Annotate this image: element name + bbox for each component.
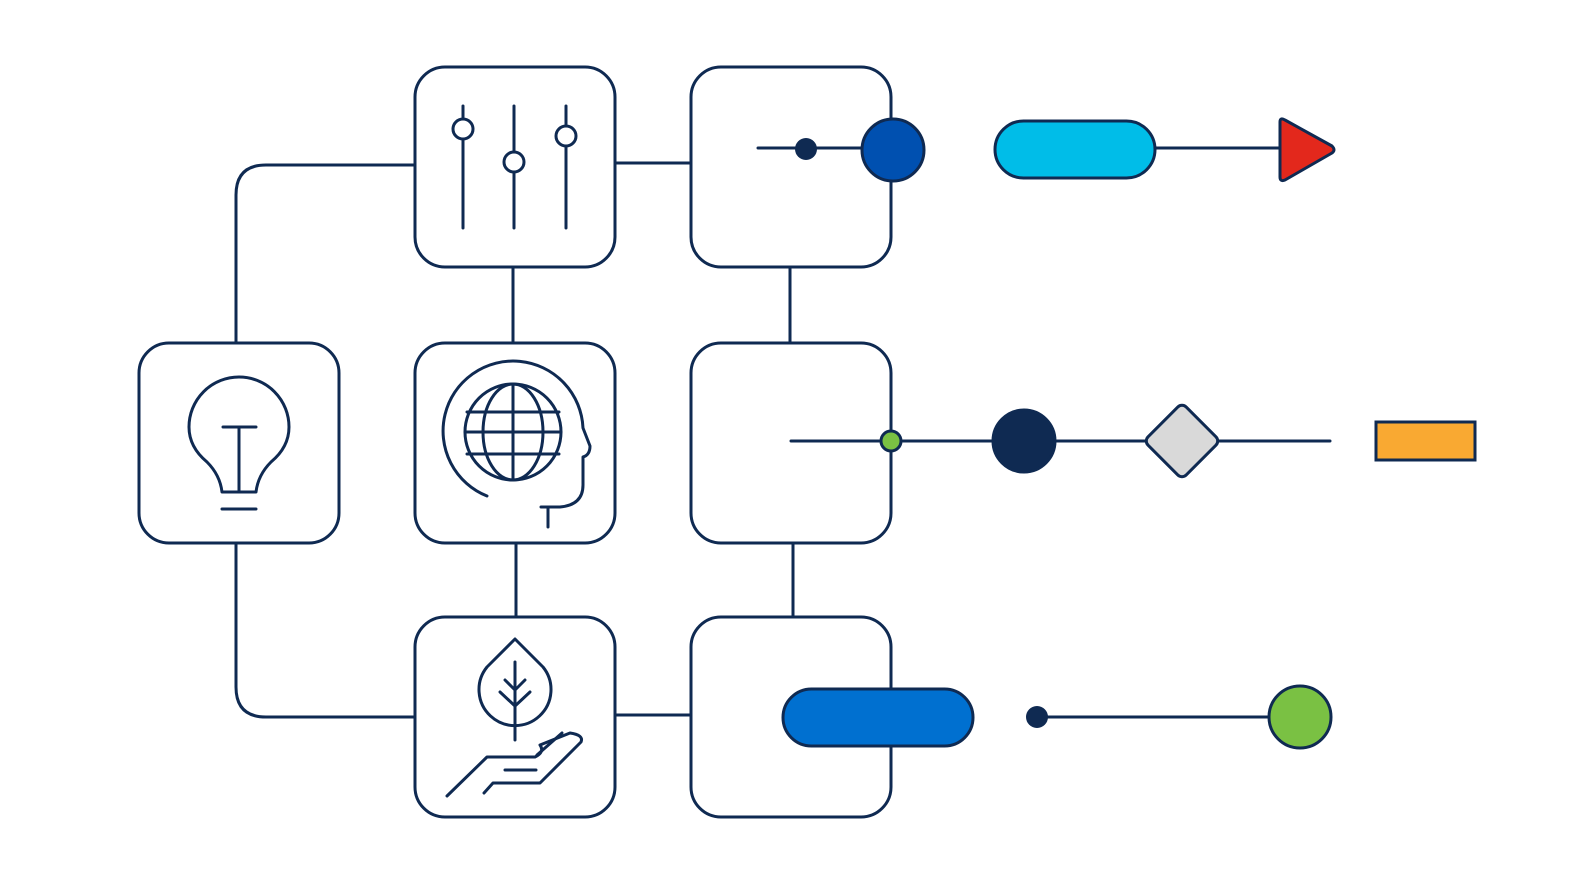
leaf-hand-icon [445, 637, 583, 798]
output-box-2 [689, 341, 893, 545]
globe-head-icon [441, 359, 592, 529]
row2-navy-circle [991, 408, 1057, 474]
output-box-1 [689, 65, 893, 269]
connector-bottom-left [234, 541, 417, 719]
row2-gray-diamond [1144, 403, 1220, 479]
globe-box [413, 341, 617, 545]
row2-orange-rect [1374, 420, 1477, 462]
row2-green-dot [879, 429, 903, 453]
row1-node-dot [795, 138, 817, 160]
row3-blue-pill [781, 687, 975, 748]
lightbulb-icon [187, 375, 291, 511]
row1-red-triangle [1278, 117, 1336, 183]
row3-node-dot [1026, 706, 1048, 728]
row3-green-circle [1267, 684, 1333, 750]
row1-cyan-pill [993, 119, 1157, 180]
sliders-icon [451, 104, 578, 230]
connector-top-left [234, 163, 417, 345]
row1-blue-circle [860, 117, 926, 183]
